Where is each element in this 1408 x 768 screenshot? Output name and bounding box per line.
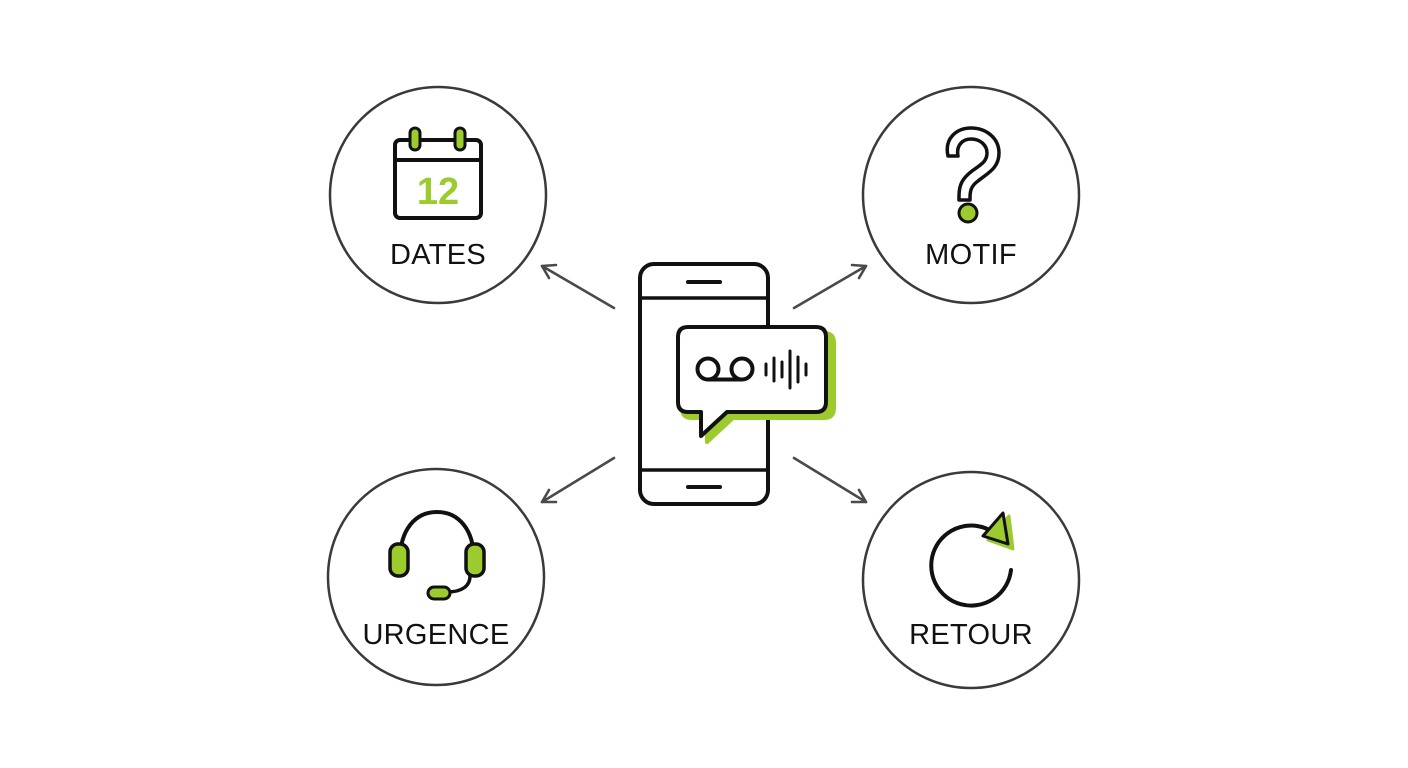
sound-wave-icon	[764, 349, 808, 390]
node-motif: MOTIF	[861, 85, 1081, 305]
smartphone-voicemail-icon	[638, 262, 836, 506]
calendar-day-number: 12	[417, 171, 459, 213]
arrow-to-dates	[540, 263, 616, 310]
node-dates: 12 DATES	[328, 85, 548, 305]
question-mark-icon	[945, 126, 1001, 224]
node-urgence-circle	[326, 467, 546, 687]
arrow-to-motif	[792, 263, 868, 310]
headset-icon	[388, 509, 486, 601]
node-motif-label: MOTIF	[925, 239, 1017, 271]
node-retour: RETOUR	[861, 470, 1081, 690]
voicemail-icon	[695, 356, 755, 382]
refresh-icon	[929, 511, 1015, 608]
node-urgence-label: URGENCE	[362, 619, 509, 651]
node-dates-label: DATES	[390, 239, 486, 271]
node-retour-label: RETOUR	[909, 619, 1033, 651]
arrow-to-urgence	[540, 456, 616, 504]
node-retour-circle	[861, 470, 1081, 690]
calendar-icon: 12	[393, 126, 483, 220]
node-urgence: URGENCE	[326, 467, 546, 687]
arrow-to-retour	[792, 456, 868, 504]
